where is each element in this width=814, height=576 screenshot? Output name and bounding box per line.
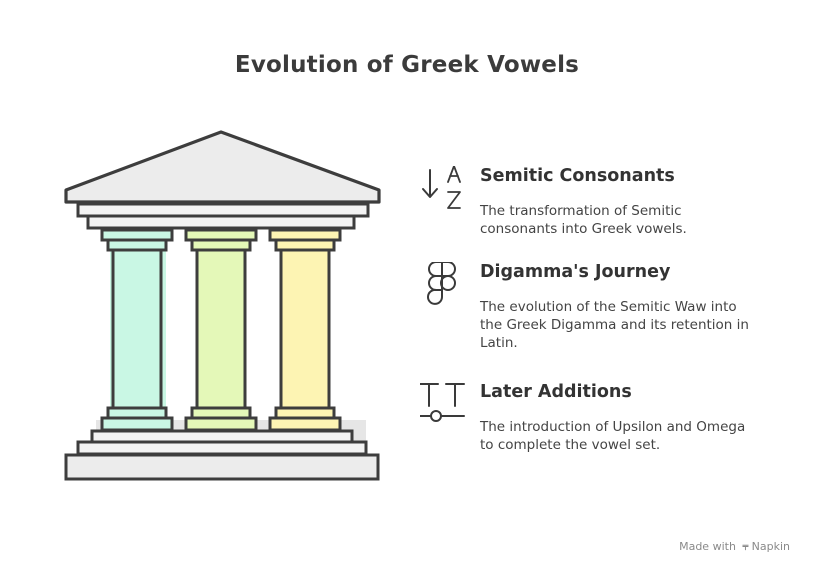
item-description: The evolution of the Semitic Waw into th… [480, 299, 749, 351]
napkin-logo-icon: ⫧ [742, 540, 749, 553]
item-description: The transformation of Semitic consonants… [480, 203, 687, 237]
temple-roof [64, 130, 381, 204]
info-item-semitic-consonants: Semitic Consonants The transformation of… [420, 166, 760, 237]
text-letters-icon [420, 383, 465, 422]
page-title: Evolution of Greek Vowels [234, 52, 580, 78]
item-heading: Semitic Consonants [480, 166, 675, 186]
info-item-digamma-journey: Digamma's Journey The evolution of the S… [420, 262, 760, 352]
column-1 [100, 228, 174, 432]
made-with-napkin-credit: Made with ⫧Napkin [679, 540, 790, 554]
column-2 [184, 228, 258, 432]
credit-brand: Napkin [751, 540, 790, 553]
temple-step-3 [64, 453, 380, 481]
item-heading: Later Additions [480, 382, 632, 402]
item-description: The introduction of Upsilon and Omega to… [480, 419, 746, 453]
temple-illustration [64, 130, 381, 481]
credit-prefix: Made with [679, 540, 736, 553]
column-3 [268, 228, 342, 432]
sort-a-z-icon [422, 166, 461, 209]
temple-step-2 [76, 440, 368, 456]
temple-entablature [76, 202, 370, 218]
temple-step-1 [90, 429, 354, 444]
temple-architrave [86, 214, 356, 230]
info-item-later-additions: Later Additions The introduction of Upsi… [420, 382, 760, 462]
figma-logo-icon [427, 262, 456, 305]
item-heading: Digamma's Journey [480, 262, 671, 282]
